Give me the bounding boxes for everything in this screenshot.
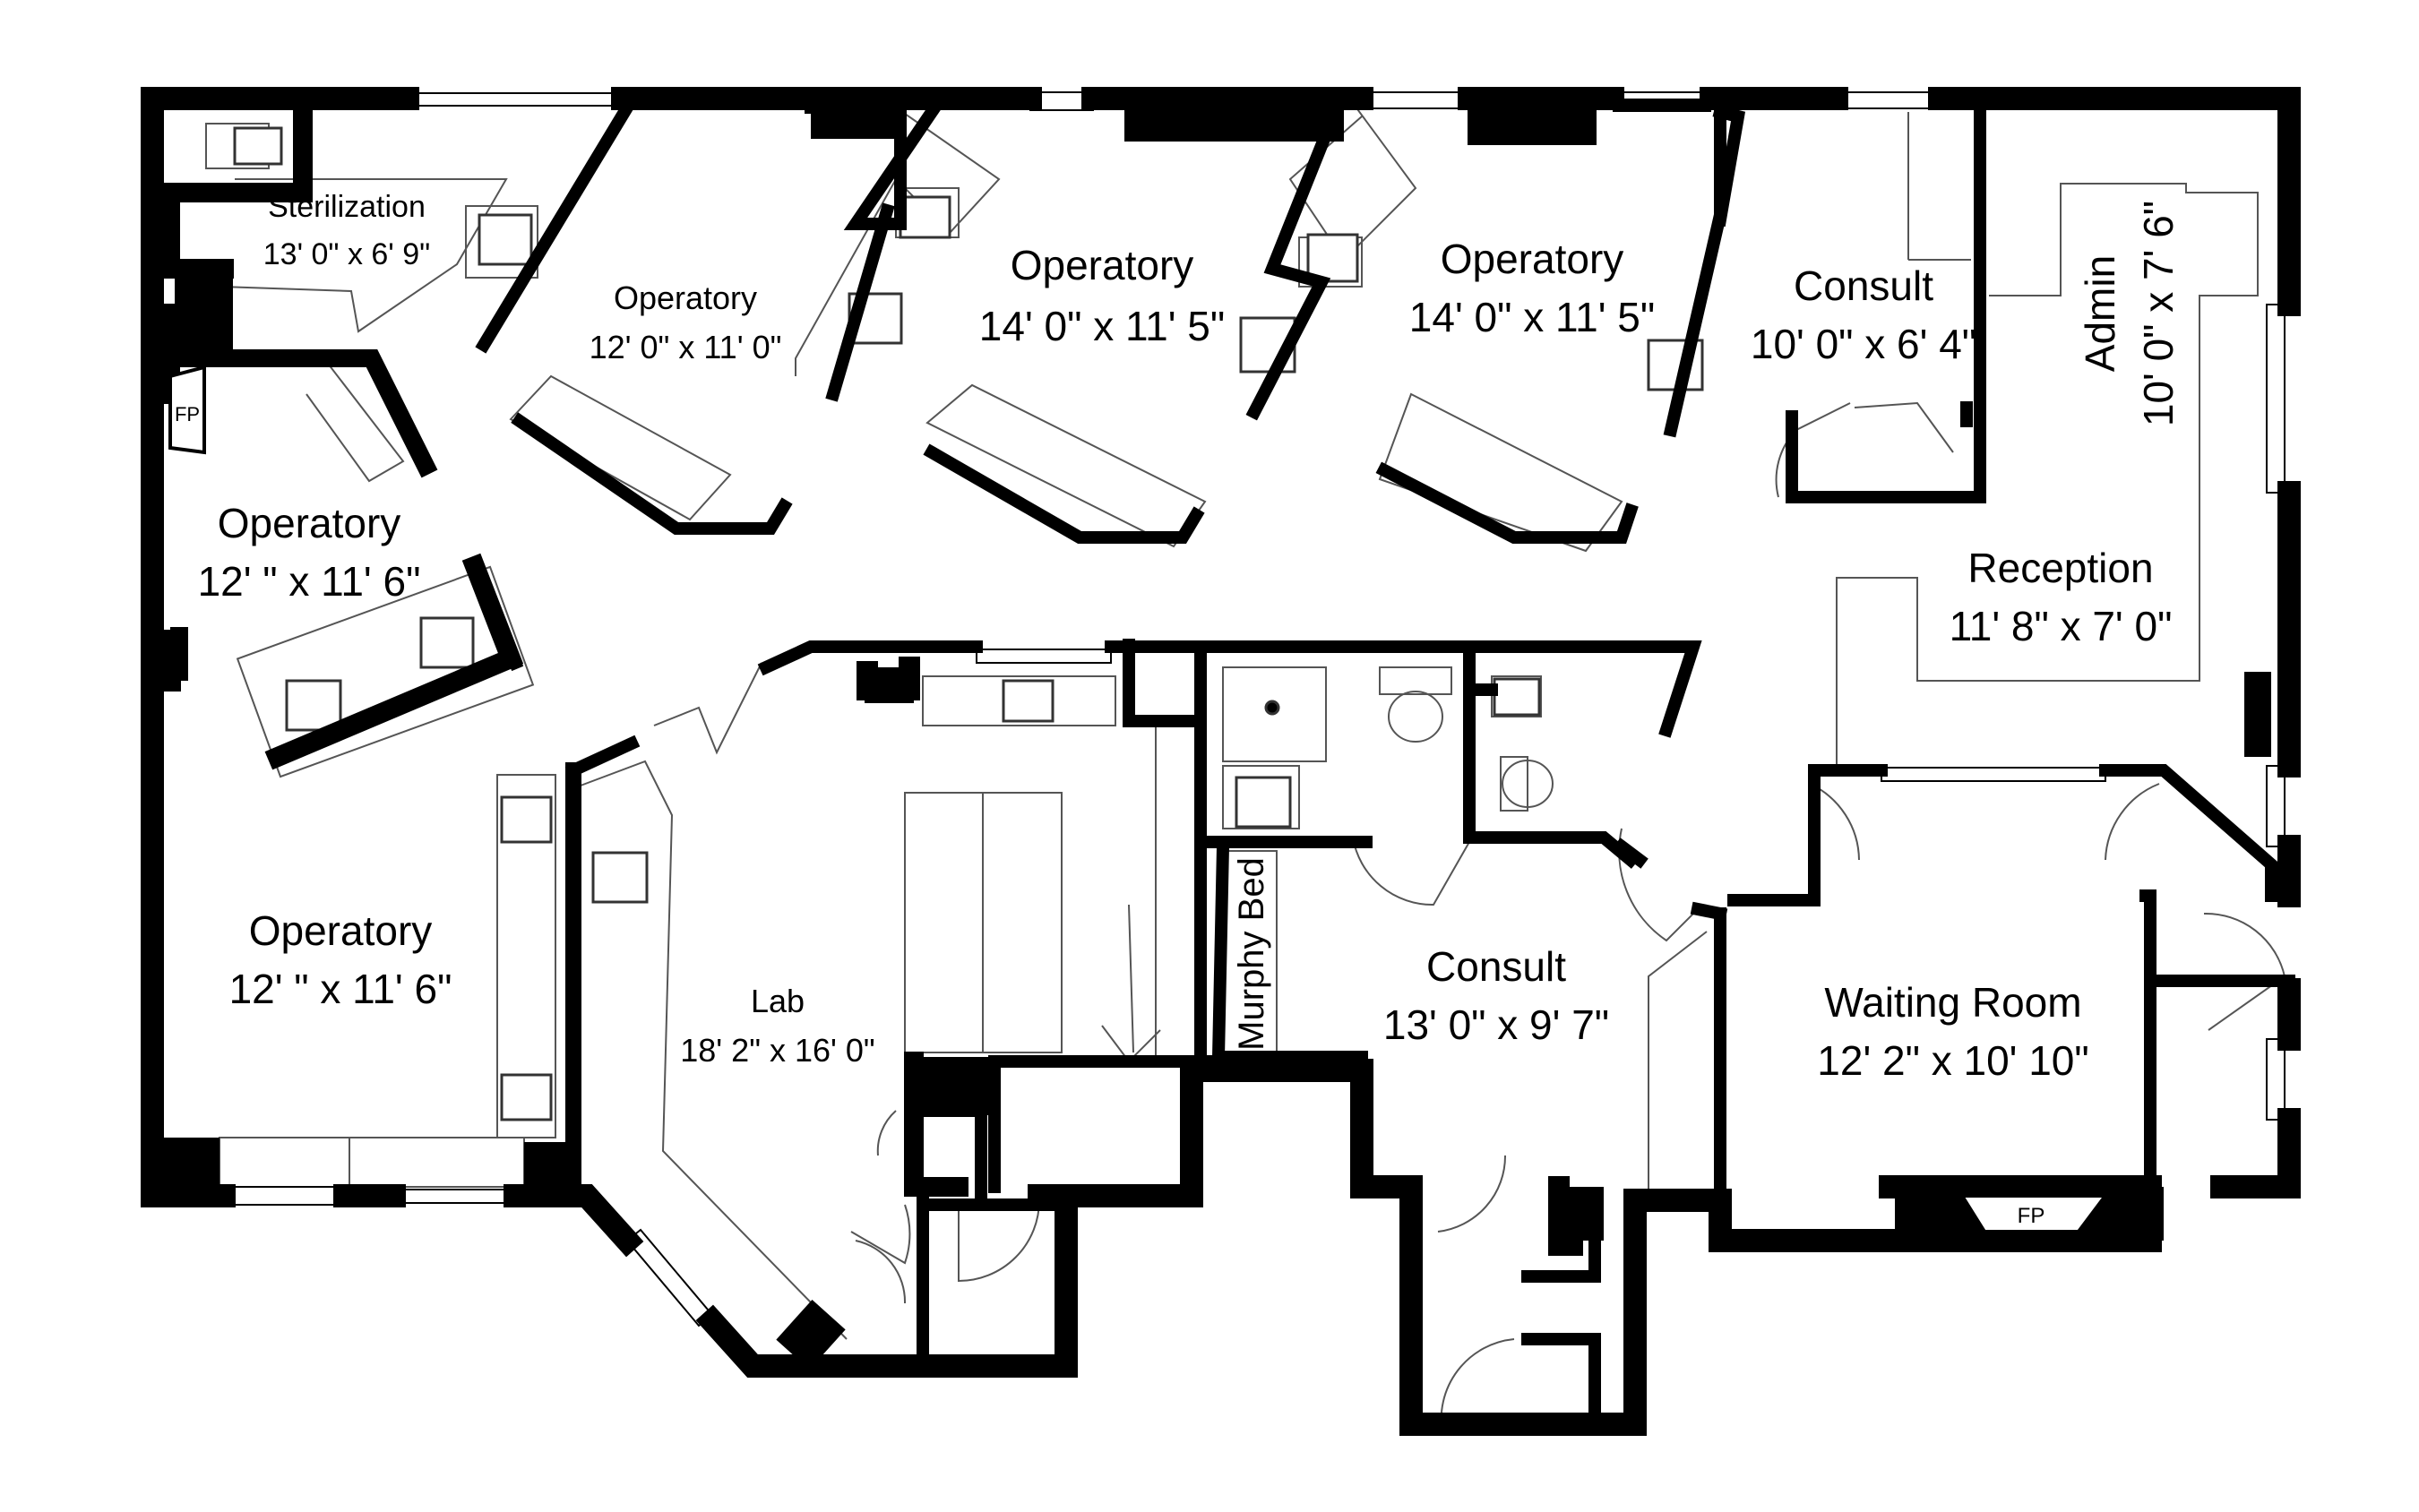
sink-icon — [500, 1073, 553, 1121]
room-dim-waiting-room: 12' 2" x 10' 10" — [1817, 1037, 2088, 1084]
room-name-murphy-bed: Murphy Bed — [1232, 857, 1271, 1051]
fireplace-left: FP — [168, 365, 206, 455]
sink-icon — [233, 126, 283, 166]
room-name-waiting-room: Waiting Room — [1824, 979, 2081, 1026]
room-dim-operatory-top-right: 14' 0" x 11' 5" — [1409, 294, 1655, 340]
room-dim-admin: 10' 0" x 7' 6" — [2135, 201, 2182, 426]
room-dim-operatory-left-upper: 12' " x 11' 6" — [198, 558, 421, 605]
sink-icon — [419, 616, 475, 669]
svg-text:FP: FP — [175, 403, 200, 425]
sink-icon — [591, 851, 649, 904]
room-name-operatory-top-center: Operatory — [1011, 242, 1194, 288]
sink-icon — [899, 195, 951, 239]
sinks — [233, 126, 1704, 1121]
room-name-reception: Reception — [1967, 545, 2153, 591]
room-name-admin: Admin — [2077, 255, 2123, 372]
wall-blocks — [157, 99, 2271, 1370]
room-name-consult-bottom: Consult — [1426, 943, 1566, 990]
room-name-sterilization: Sterilization — [268, 190, 426, 224]
walls — [141, 87, 2301, 1436]
sink-icon — [285, 679, 342, 732]
room-dim-lab: 18' 2" x 16' 0" — [680, 1032, 874, 1069]
sink-icon — [500, 795, 553, 844]
room-dim-consult-top: 10' 0" x 6' 4" — [1751, 321, 1976, 367]
sink-icon — [1306, 233, 1359, 283]
room-dim-reception: 11' 8" x 7' 0" — [1950, 603, 2173, 649]
room-dim-operatory-top-center: 14' 0" x 11' 5" — [979, 303, 1225, 349]
sink-icon — [478, 213, 533, 266]
room-dim-consult-bottom: 13' 0" x 9' 7" — [1383, 1001, 1609, 1048]
windows — [223, 91, 2286, 1327]
room-labels: Sterilization 13' 0" x 6' 9" Operatory 1… — [198, 190, 2182, 1084]
room-name-operatory-top-right: Operatory — [1441, 236, 1624, 282]
room-name-operatory-left-upper: Operatory — [218, 500, 401, 546]
sink-icon — [1235, 776, 1292, 829]
room-dim-operatory-left-lower: 12' " x 11' 6" — [229, 966, 452, 1012]
room-name-consult-top: Consult — [1794, 262, 1933, 309]
room-dim-operatory-top-left: 12' 0" x 11' 0" — [590, 329, 782, 365]
room-name-operatory-left-lower: Operatory — [249, 907, 433, 954]
sink-icon — [1493, 677, 1541, 717]
svg-text:FP: FP — [2018, 1204, 2045, 1228]
room-name-lab: Lab — [751, 983, 805, 1019]
fireplace-bottom: FP — [1958, 1194, 2109, 1233]
sink-icon — [1002, 679, 1055, 723]
room-dim-sterilization: 13' 0" x 6' 9" — [263, 237, 430, 271]
room-name-operatory-top-left: Operatory — [614, 279, 757, 316]
sink-icon — [848, 292, 903, 345]
